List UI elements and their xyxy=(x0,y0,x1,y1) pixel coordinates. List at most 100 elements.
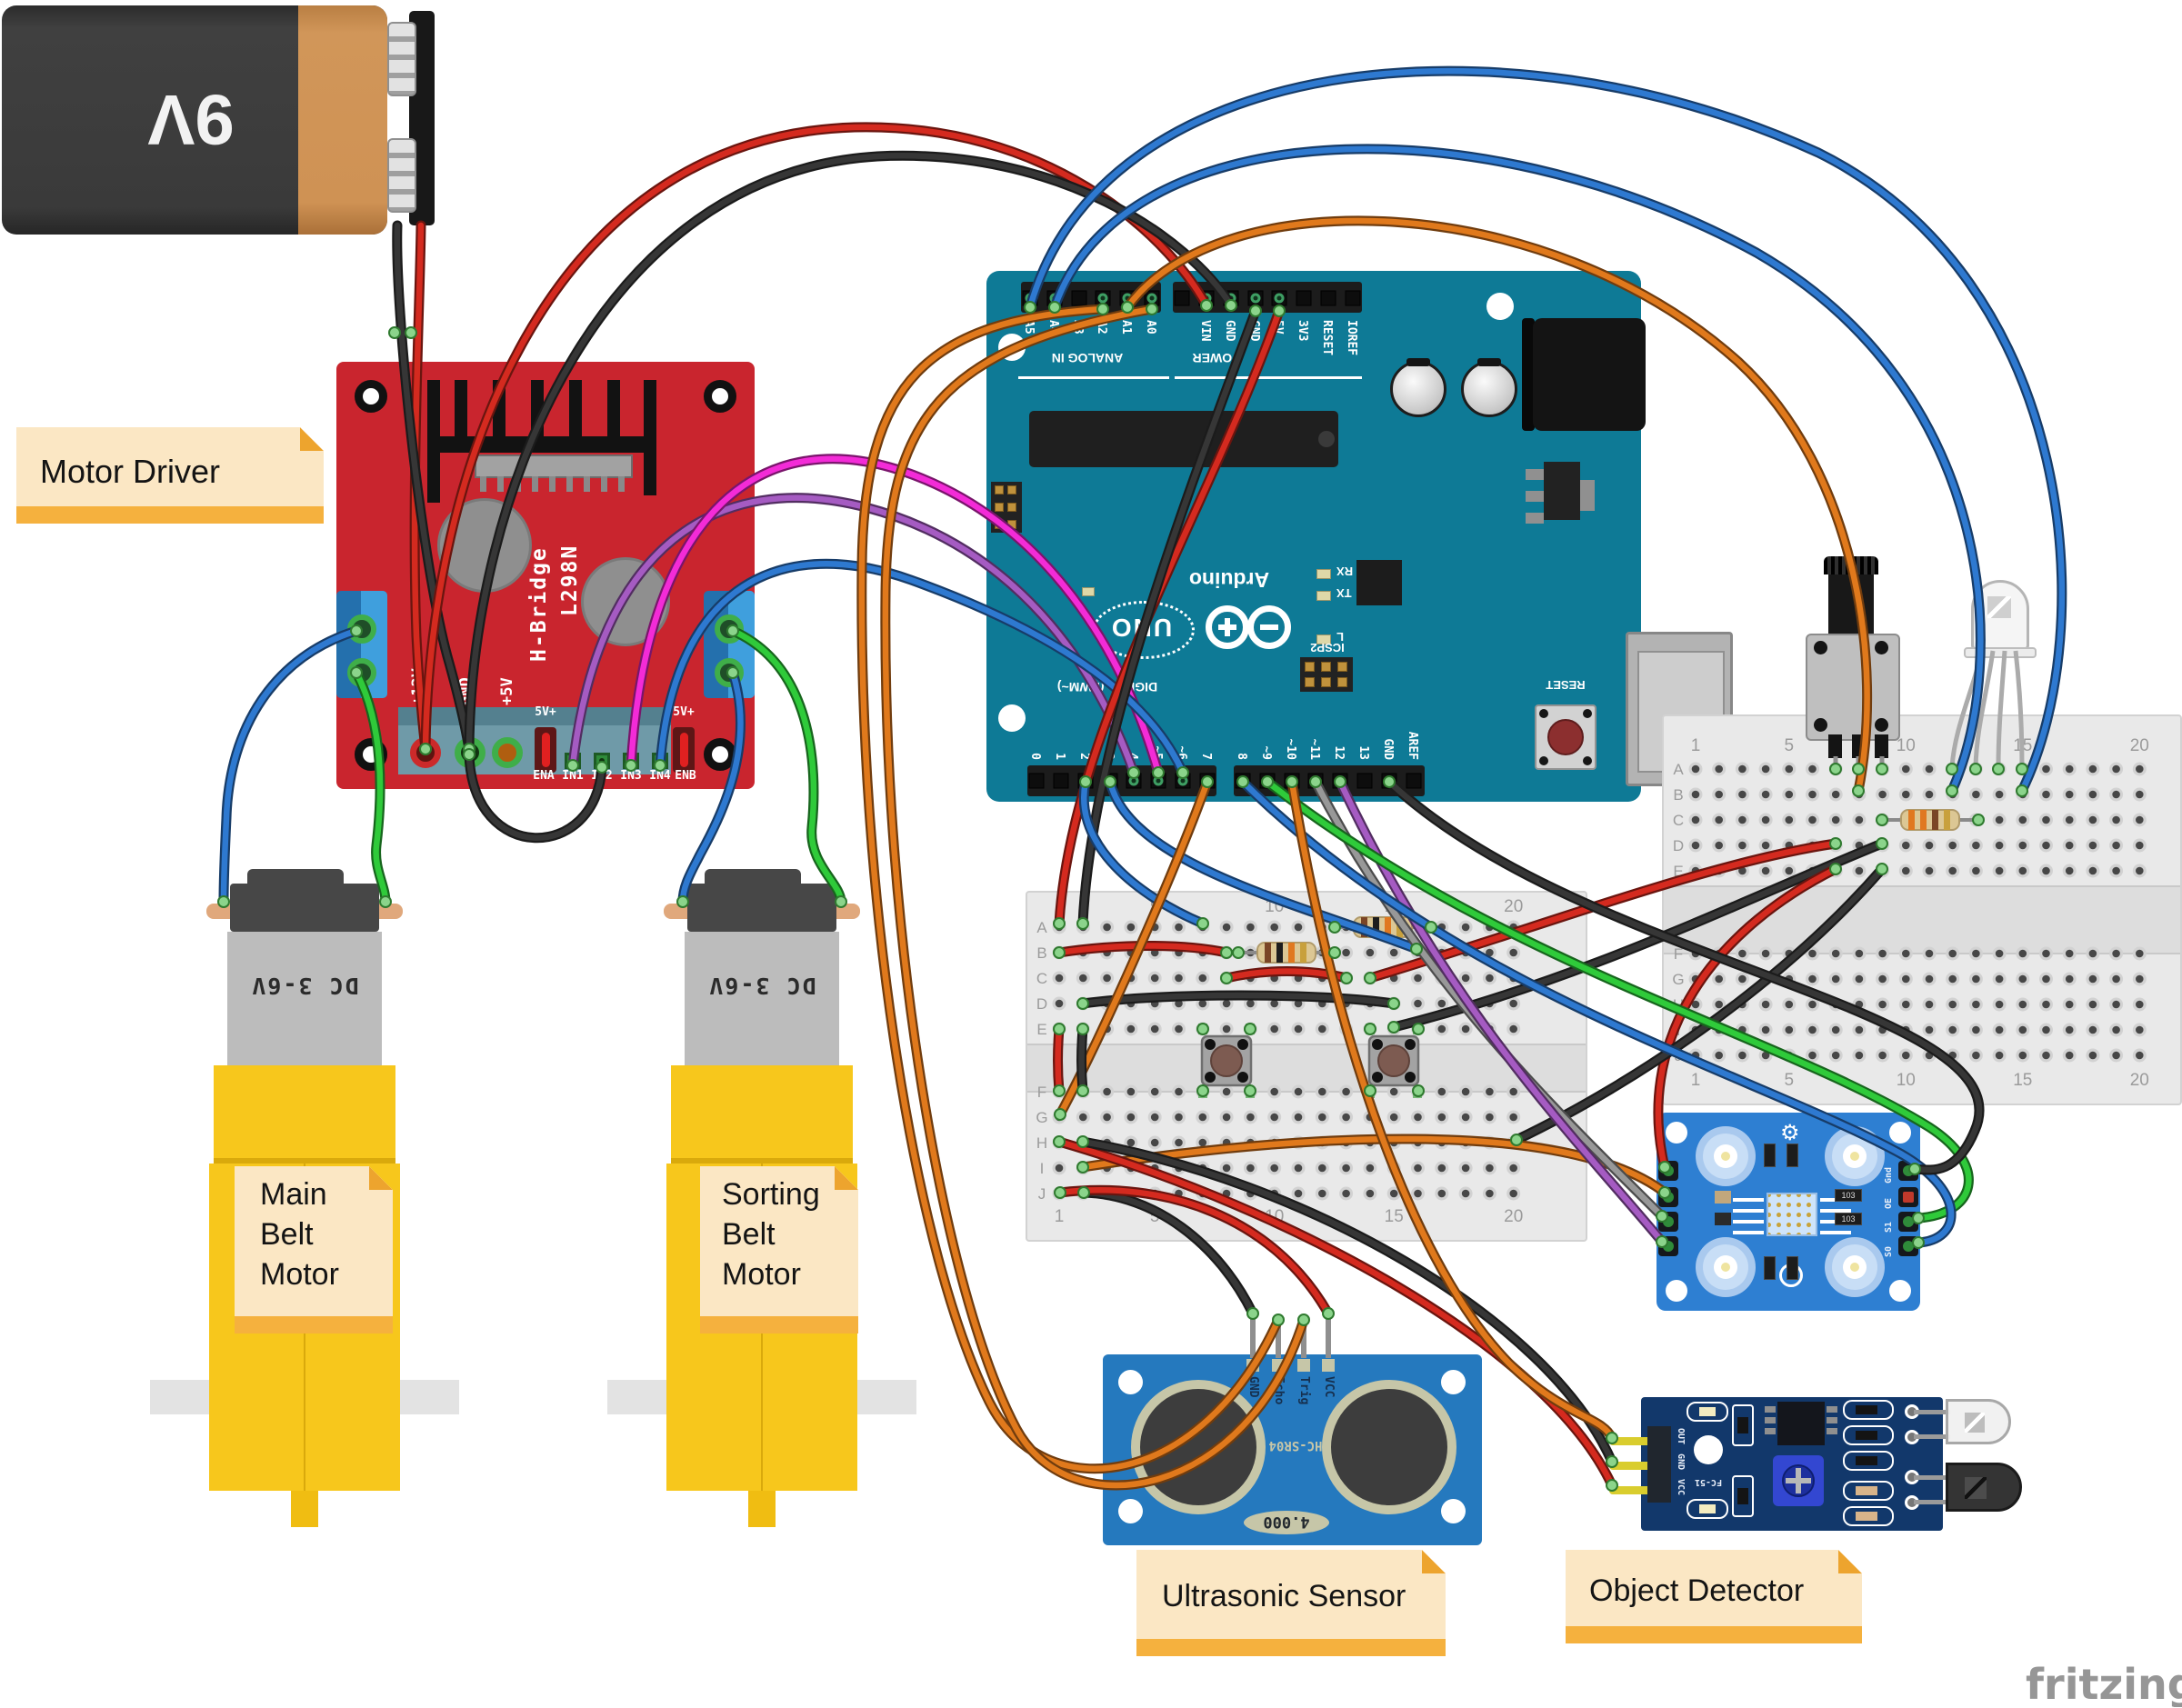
mounting-hole-icon xyxy=(1441,1370,1466,1394)
ultrasonic-sensor-hc-sr04: GND Echo Trig VCC HC-SR04 4.000 xyxy=(1103,1314,1482,1545)
battery-orange-band xyxy=(298,5,387,235)
heatsink xyxy=(493,380,505,436)
board-silk-type: H-Bridge xyxy=(527,546,551,662)
pot-screw xyxy=(1875,718,1888,732)
battery-9v: 9V xyxy=(0,0,473,245)
capacitor xyxy=(581,557,670,646)
note-line: Sorting xyxy=(722,1177,820,1212)
color-sensor-board: ⚙ 103 103 Gnd OE S1 S0 xyxy=(1657,1113,1920,1311)
reset-button-cap[interactable] xyxy=(1547,719,1584,755)
heatsink-base xyxy=(427,436,656,453)
tx-led xyxy=(1316,591,1331,601)
pin-label-vcc: VCC xyxy=(1676,1479,1686,1496)
pin-pad xyxy=(1246,1359,1259,1372)
note-fold xyxy=(1838,1550,1862,1573)
note-main-belt-motor: Main Belt Motor xyxy=(235,1166,393,1333)
motor-shaft xyxy=(748,1491,776,1527)
note-fold xyxy=(1422,1550,1446,1573)
mounting-hole-icon xyxy=(1889,1122,1911,1144)
heatsink xyxy=(569,380,582,436)
mounting-hole-icon xyxy=(1666,1122,1687,1144)
analog-in-label: ANALOG IN xyxy=(1051,351,1124,365)
regulator-pad xyxy=(1526,469,1544,480)
reset-corner xyxy=(1539,709,1548,718)
mounting-hole-icon xyxy=(1118,1499,1143,1523)
pot-leg xyxy=(1828,734,1842,758)
digital-header-left xyxy=(1027,765,1216,796)
note-line: Motor xyxy=(722,1257,801,1292)
connection-point xyxy=(388,326,401,339)
capacitor xyxy=(437,498,532,593)
mounting-hole-icon xyxy=(1889,1280,1911,1302)
terminal-hole xyxy=(715,614,744,644)
regulator-pad xyxy=(1526,491,1544,502)
silk-underline xyxy=(1018,376,1169,379)
power-hole-12v xyxy=(410,737,441,768)
on-led xyxy=(1082,587,1095,596)
left-pin xyxy=(1658,1236,1678,1256)
pin-label: S1 xyxy=(1884,1221,1894,1233)
mounting-hole-icon xyxy=(998,704,1026,732)
mounting-hole-icon xyxy=(1694,1435,1723,1464)
oscillator xyxy=(1244,1511,1329,1534)
note-fold xyxy=(300,427,324,451)
arduino-brand: Arduino xyxy=(1188,568,1270,592)
trace xyxy=(1733,1198,1764,1202)
mounting-hole-icon xyxy=(704,738,736,771)
jumper-label-a: 5V+ xyxy=(535,705,556,719)
breadboard-right xyxy=(1662,714,2182,1105)
trace xyxy=(1733,1231,1764,1234)
trace xyxy=(1820,1231,1851,1234)
rgb-led-die xyxy=(1987,596,2011,618)
chip-pin xyxy=(1827,1406,1837,1413)
pin-label-out: OUT xyxy=(1676,1428,1686,1445)
trimmer-potentiometer[interactable] xyxy=(1773,1455,1824,1506)
atmega328-chip xyxy=(1029,411,1338,467)
capacitor-notch xyxy=(1477,358,1501,366)
pot-leg xyxy=(1852,734,1866,758)
reset-label: RESET xyxy=(1546,678,1586,692)
model-label: HC-SR04 xyxy=(1268,1438,1323,1453)
note-sorting-belt-motor: Sorting Belt Motor xyxy=(700,1166,858,1333)
pot-screw xyxy=(1814,718,1827,732)
chip-pin xyxy=(601,476,607,492)
jumper-pill xyxy=(680,733,688,767)
chip-pin xyxy=(515,476,521,492)
l298n-chip xyxy=(475,454,633,478)
note-line: Motor xyxy=(260,1257,339,1292)
tx-label: TX xyxy=(1336,586,1352,600)
electrolytic-capacitor xyxy=(1461,361,1517,417)
note-label: Motor Driver xyxy=(40,453,221,490)
led-lead xyxy=(1914,1500,1950,1504)
smd-cap xyxy=(1843,1481,1894,1501)
power-header xyxy=(1173,282,1362,313)
chip-pin xyxy=(584,476,590,492)
mounting-hole-icon xyxy=(355,380,387,413)
smd-resistor xyxy=(1732,1475,1754,1517)
pin-stub xyxy=(1250,1314,1256,1358)
led-lead xyxy=(1914,1434,1950,1439)
chip-pin xyxy=(1827,1428,1837,1434)
heatsink xyxy=(531,380,544,436)
ir-led-dark xyxy=(1946,1463,2022,1512)
chip-pin xyxy=(497,476,504,492)
potentiometer-knob[interactable] xyxy=(1824,556,1878,574)
pin-label-vcc: VCC xyxy=(1322,1376,1336,1398)
smd-resistor xyxy=(1843,1400,1894,1420)
s1-pin xyxy=(1898,1212,1918,1232)
label-12v: +12V xyxy=(409,668,427,705)
motor-cap xyxy=(687,884,836,932)
regulator-pad xyxy=(1526,513,1544,524)
ultrasonic-transducer xyxy=(1131,1380,1266,1514)
icsp-pad xyxy=(995,520,1004,529)
chip-pin xyxy=(1765,1406,1776,1413)
note-bar xyxy=(1566,1626,1862,1643)
smd-resistor xyxy=(1787,1256,1798,1280)
pin-label-echo: Echo xyxy=(1272,1376,1286,1405)
motor-cap xyxy=(230,884,379,932)
mounting-hole-icon xyxy=(1118,1370,1143,1394)
smd-led xyxy=(1687,1499,1728,1519)
motor-print: DC 3-6V xyxy=(250,973,359,999)
board-silk-chip: L298N xyxy=(558,544,582,616)
